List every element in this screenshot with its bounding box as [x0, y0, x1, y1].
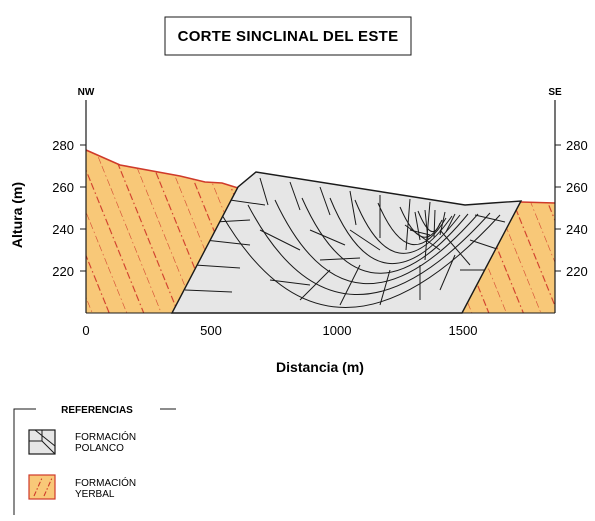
legend-label-yerbal-line2: YERBAL — [75, 489, 115, 500]
yerbal-formation-right — [462, 202, 555, 313]
y-tick-label-right: 260 — [566, 180, 588, 195]
topography-left — [85, 149, 239, 189]
legend-frame — [13, 408, 176, 515]
y-tick-label-left: 220 — [52, 264, 74, 279]
legend-label-polanco-line1: FORMACIÓN — [75, 430, 136, 443]
y-tick-label-left: 240 — [52, 222, 74, 237]
topography-right — [520, 201, 556, 204]
x-tick-label: 1000 — [323, 323, 352, 338]
legend-title: REFERENCIAS — [61, 405, 133, 416]
y-tick-label-left: 260 — [52, 180, 74, 195]
y-tick-label-right: 240 — [566, 222, 588, 237]
y-tick-label-right: 280 — [566, 138, 588, 153]
direction-nw: NW — [78, 87, 95, 98]
legend-swatch-polanco — [28, 429, 56, 455]
direction-se: SE — [548, 87, 562, 98]
polanco-formation — [170, 171, 523, 314]
title-box — [164, 16, 412, 56]
x-axis-title: Distancia (m) — [276, 359, 364, 375]
x-tick-label: 0 — [82, 323, 89, 338]
y-axis-title: Altura (m) — [9, 182, 25, 248]
legend-label-yerbal-line1: FORMACIÓN — [75, 476, 136, 489]
legend-label-polanco-line2: POLANCO — [75, 443, 124, 454]
y-tick-label-right: 220 — [566, 264, 588, 279]
x-tick-label: 500 — [200, 323, 222, 338]
figure-title: CORTE SINCLINAL DEL ESTE — [178, 28, 399, 45]
legend: REFERENCIAS FORMACIÓN POLANCO FORMACIÓN … — [13, 405, 176, 515]
x-tick-label: 1500 — [449, 323, 478, 338]
legend-swatch-yerbal — [28, 474, 56, 500]
y-tick-label-left: 280 — [52, 138, 74, 153]
yerbal-formation-left — [86, 150, 238, 313]
